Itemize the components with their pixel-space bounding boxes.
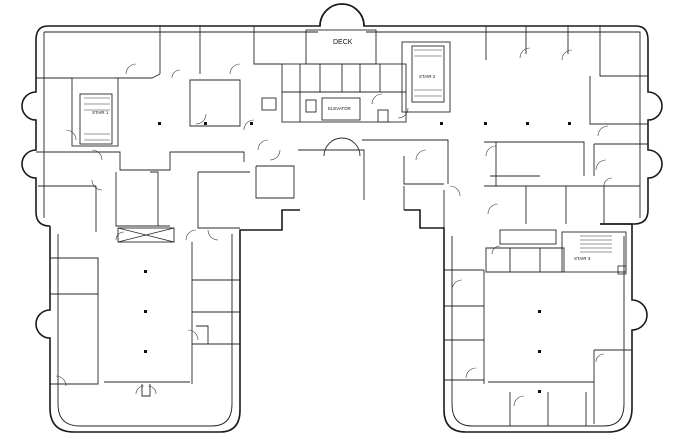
partitions-right-wing: STAIR 3 xyxy=(444,229,632,426)
partitions-left-wing xyxy=(50,227,240,397)
stair3-label: STAIR 3 xyxy=(574,256,591,261)
deck-label: DECK xyxy=(333,39,353,46)
elevator-label: ELEVATOR xyxy=(328,106,351,111)
deck-area: DECK xyxy=(305,3,377,65)
outer-walls xyxy=(21,3,663,433)
columns xyxy=(144,122,571,393)
door-swings xyxy=(55,47,613,407)
stair-treads xyxy=(84,49,612,253)
stair1-label: STAIR 1 xyxy=(92,110,109,115)
stair2-label: STAIR 2 xyxy=(419,74,436,79)
partitions-upper: STAIR 1 ELEVATOR STAIR 2 xyxy=(36,26,648,232)
